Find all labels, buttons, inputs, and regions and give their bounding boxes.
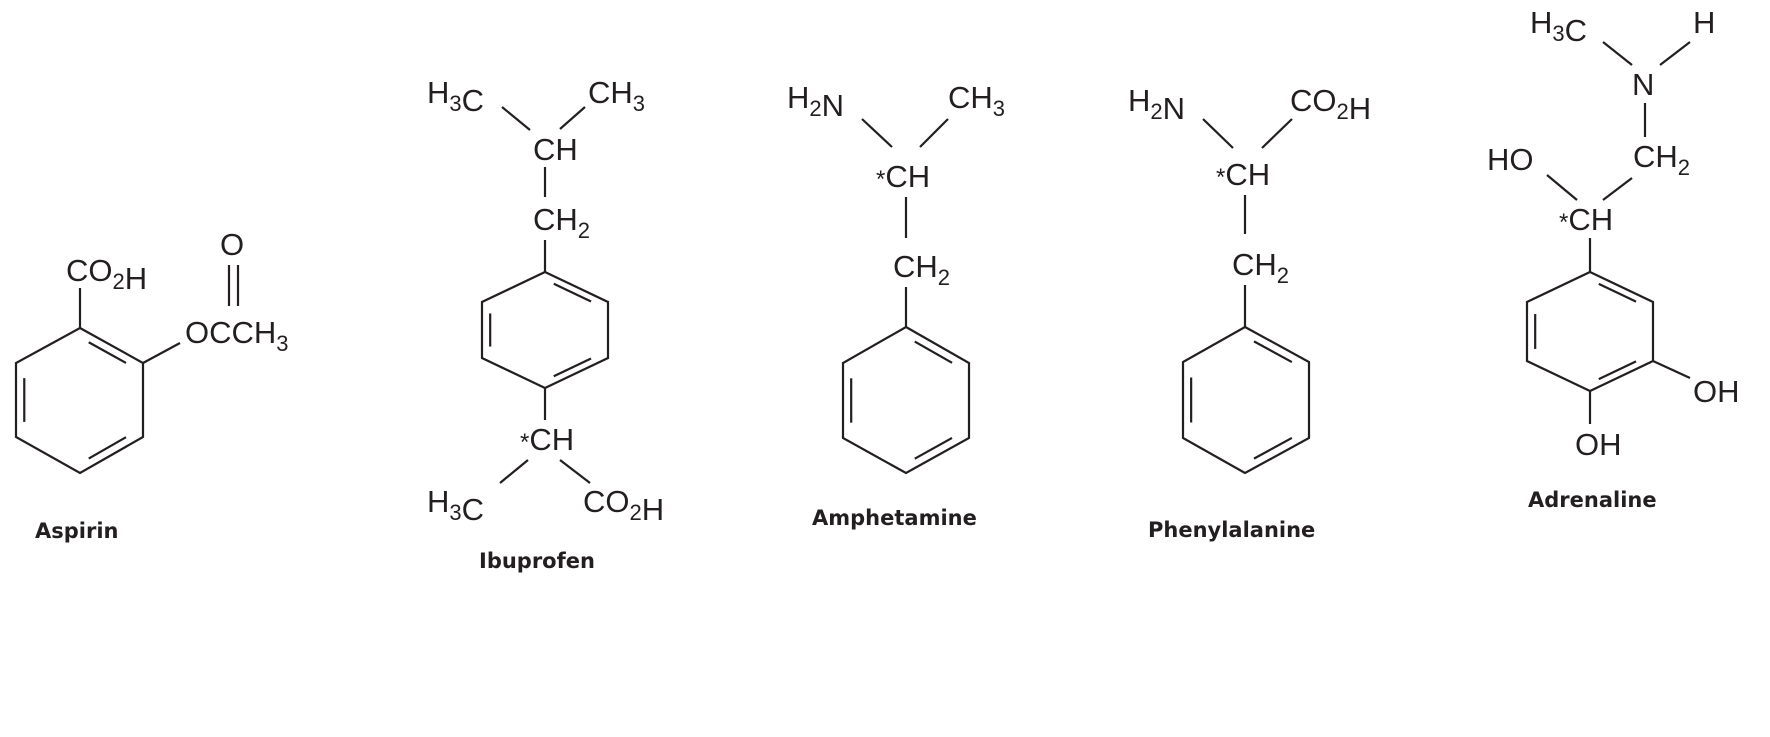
bond (142, 342, 181, 364)
ring-double-bond (1598, 282, 1637, 303)
adrenaline-label: Adrenaline (1528, 488, 1657, 512)
aspirin-carbonyl-oxygen: O (220, 227, 244, 262)
ring-double-bond (88, 436, 127, 460)
bond (1652, 360, 1691, 379)
adrenaline-structure: H3C H N CH2 HO *CH OH OH Adrenaline (1487, 5, 1740, 512)
bond (1602, 41, 1633, 66)
phenylalanine-chiral-ch: *CH (1216, 157, 1270, 192)
phenylalanine-ch2: CH2 (1232, 247, 1289, 288)
adrenaline-ch2: CH2 (1633, 139, 1690, 180)
ring-outline (480, 270, 610, 390)
amphetamine-amine: H2N (787, 80, 844, 123)
phenylalanine-structure: H2N CO2H *CH CH2 Phenylalanine (1128, 83, 1371, 542)
bond (559, 459, 591, 484)
amphetamine-structure: H2N CH3 *CH CH2 Amphetamine (787, 80, 1005, 530)
amphetamine-ring (841, 325, 971, 475)
phenylalanine-label: Phenylalanine (1148, 518, 1315, 542)
bond (1602, 177, 1633, 201)
adrenaline-nitrogen: N (1632, 67, 1654, 102)
ibuprofen-chiral-ch: *CH (520, 422, 574, 457)
aspirin-ester-group: OCCH3 (185, 315, 289, 356)
ibuprofen-acid-group: CO2H (583, 484, 664, 527)
ibuprofen-ch2: CH2 (533, 202, 590, 243)
bond (1659, 41, 1691, 66)
bond (919, 118, 949, 148)
ring-double-bond (1253, 340, 1293, 364)
phenylalanine-amine: H2N (1128, 83, 1185, 126)
ibuprofen-label: Ibuprofen (479, 549, 595, 573)
ring-double-bond (914, 340, 953, 364)
adrenaline-chiral-ch: *CH (1559, 202, 1613, 237)
ring-double-bond (553, 282, 592, 303)
bond (1202, 118, 1234, 149)
ring-double-bond (553, 357, 592, 378)
ibuprofen-methyl-left: H3C (427, 75, 484, 118)
ibuprofen-methyl-bottom: H3C (427, 484, 484, 527)
aspirin-structure: CO2H O OCCH3 Aspirin (14, 227, 289, 543)
ibuprofen-ring (480, 270, 610, 390)
adrenaline-methyl: H3C (1530, 5, 1587, 48)
adrenaline-ring (1525, 270, 1655, 393)
aspirin-acid-group: CO2H (66, 253, 147, 296)
amphetamine-methyl: CH3 (948, 80, 1005, 121)
ibuprofen-structure: H3C CH3 CH CH2 *CH H3C CO2H Ibuprofen (427, 75, 664, 573)
ring-outline (1525, 270, 1655, 393)
bond (861, 118, 893, 148)
bond (499, 459, 529, 484)
ring-double-bond (914, 437, 953, 460)
bond (1261, 118, 1293, 149)
aspirin-ring (14, 326, 145, 475)
adrenaline-hydrogen: H (1693, 5, 1715, 40)
phenylalanine-acid-group: CO2H (1290, 83, 1371, 126)
ring-outline (841, 325, 971, 475)
amphetamine-label: Amphetamine (812, 506, 977, 530)
bond (501, 106, 531, 131)
adrenaline-para-hydroxyl: OH (1575, 427, 1622, 462)
ring-outline (1181, 325, 1311, 475)
ibuprofen-ch: CH (533, 132, 578, 167)
ibuprofen-methyl-right: CH3 (588, 75, 645, 116)
ring-double-bond (1253, 436, 1293, 460)
phenylalanine-ring (1181, 325, 1311, 475)
ring-double-bond (88, 341, 127, 364)
bond (559, 106, 586, 130)
ring-outline (14, 326, 145, 475)
adrenaline-meta-hydroxyl: OH (1693, 374, 1740, 409)
ring-double-bond (1598, 360, 1637, 381)
adrenaline-hydroxyl: HO (1487, 142, 1534, 177)
amphetamine-chiral-ch: *CH (876, 159, 930, 194)
bond (1546, 174, 1578, 201)
amphetamine-ch2: CH2 (893, 249, 950, 290)
aspirin-label: Aspirin (35, 519, 119, 543)
